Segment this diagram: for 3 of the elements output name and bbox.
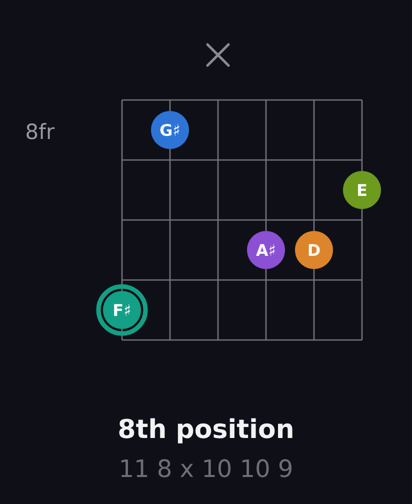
- fret-numbers: 11 8 x 10 10 9: [121, 459, 292, 478]
- title: 8th position: [119, 418, 292, 444]
- fret-label: 8fr: [26, 123, 55, 140]
